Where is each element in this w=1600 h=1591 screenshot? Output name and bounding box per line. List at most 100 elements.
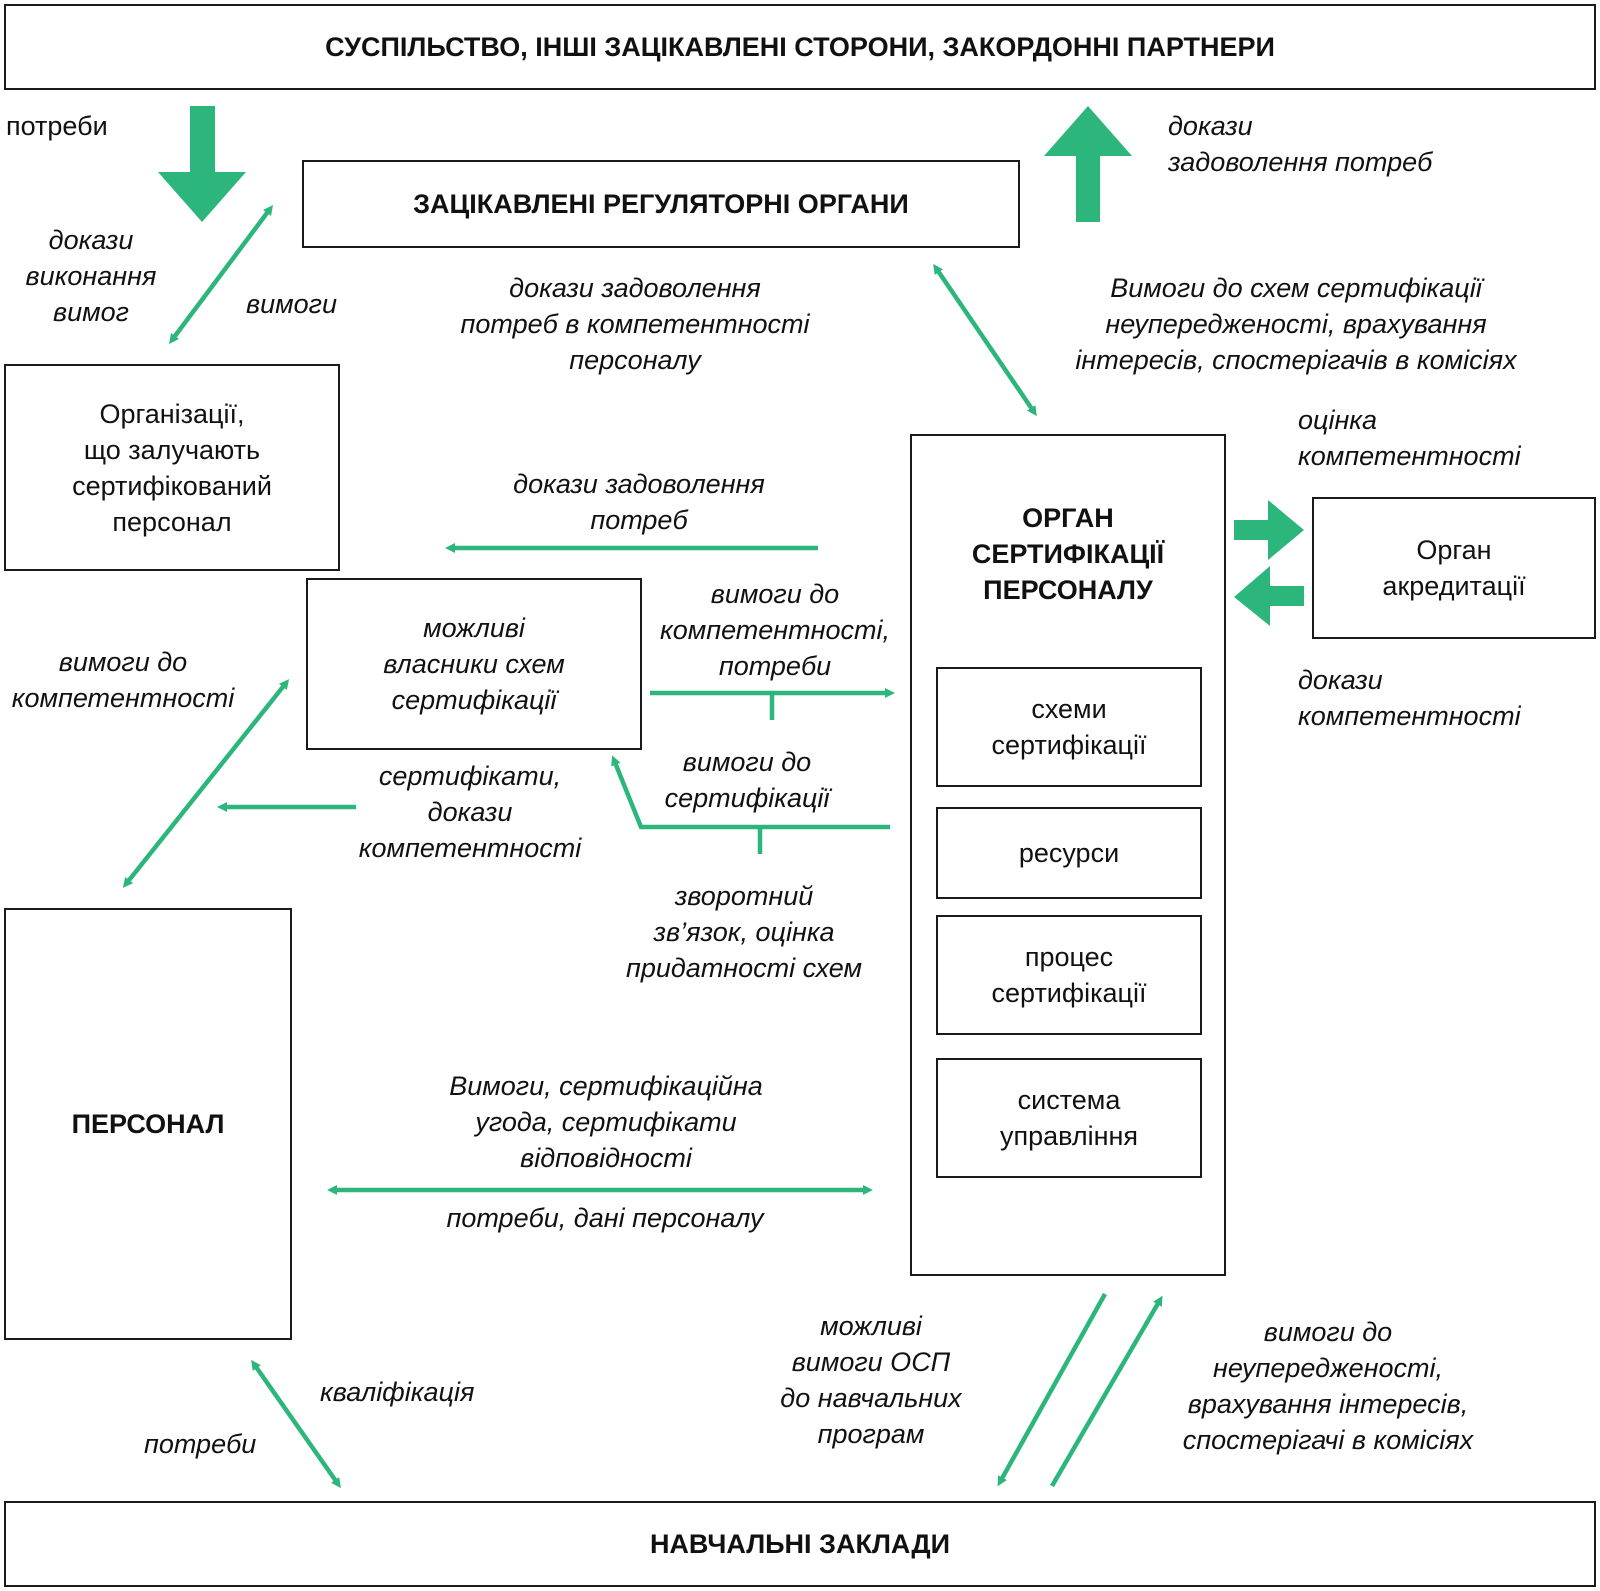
label-text-line: докази задоволення xyxy=(509,273,761,303)
label-text-line: Вимоги, сертифікаційна xyxy=(449,1071,763,1101)
label-text-line: вимоги до xyxy=(710,579,840,609)
scheme-owners-line: можливі xyxy=(423,613,525,643)
education-to-certbody-arrow xyxy=(1050,1295,1163,1488)
label-text-line: компетентності xyxy=(358,833,582,863)
label-text-line: виконання xyxy=(25,261,157,291)
label-text-line: докази задоволення xyxy=(513,469,765,499)
label-competence-requirements-needs: вимоги до компетентності, потреби xyxy=(650,576,900,684)
label-text-line: компетентності xyxy=(1298,701,1521,731)
sub-schemes-box: схеми сертифікації xyxy=(936,667,1202,787)
label-needs-personnel-data: потреби, дані персоналу xyxy=(410,1200,800,1236)
label-needs-top: потреби xyxy=(6,108,108,144)
owners-personnel-arrow xyxy=(122,679,290,888)
education-title: НАВЧАЛЬНІ ЗАКЛАДИ xyxy=(649,1528,951,1559)
label-evidence-needs-mid: докази задоволення потреб xyxy=(474,466,804,538)
label-text-line: зв’язок, оцінка xyxy=(653,917,835,947)
label-text-line: вимоги ОСП xyxy=(791,1347,951,1377)
label-competence-evidence-right: докази компетентності xyxy=(1298,662,1521,734)
label-text-line: вимоги до xyxy=(58,647,188,677)
organizations-line: Організації, xyxy=(99,398,245,429)
regulators-title: ЗАЦІКАВЛЕНІ РЕГУЛЯТОРНІ ОРГАНИ xyxy=(413,188,909,219)
regulators-box: ЗАЦІКАВЛЕНІ РЕГУЛЯТОРНІ ОРГАНИ xyxy=(302,160,1020,248)
label-text-line: докази xyxy=(48,225,134,255)
scheme-owners-line: власники схем xyxy=(383,649,565,679)
label-text-line: потреби xyxy=(718,651,832,681)
organizations-line: сертифікований xyxy=(72,470,272,501)
label-osp-requirements: можливі вимоги ОСП до навчальних програм xyxy=(756,1308,986,1452)
label-evidence-satisfaction: докази задоволення потреб xyxy=(1168,108,1432,180)
label-text-line: вимог xyxy=(53,297,129,327)
scheme-owners-box: можливі власники схем сертифікації xyxy=(306,578,642,750)
label-scheme-requirements: Вимоги до схем сертифікації неупереджено… xyxy=(1036,270,1556,378)
education-box: НАВЧАЛЬНІ ЗАКЛАДИ xyxy=(4,1501,1596,1587)
label-text-line: придатності схем xyxy=(625,953,862,983)
label-text-line: вимоги до xyxy=(1263,1317,1393,1347)
label-text-line: докази xyxy=(1168,111,1253,141)
label-text-line: схеми xyxy=(1031,694,1107,724)
label-impartiality-requirements: вимоги до неупередженості, врахування ін… xyxy=(1156,1314,1500,1458)
label-text-line: неупередженості, xyxy=(1213,1353,1443,1383)
big-down-arrow xyxy=(158,106,246,222)
label-text-line: потреб xyxy=(590,505,688,535)
label-text-line: докази xyxy=(1298,665,1383,695)
accreditation-box: Орган акредитації xyxy=(1312,497,1596,639)
label-qualification: кваліфікація xyxy=(320,1374,474,1410)
label-text-line: до навчальних xyxy=(780,1383,962,1413)
label-text-line: компетентності, xyxy=(659,615,891,645)
label-evidence-competence-needs: докази задоволення потреб в компетентнос… xyxy=(440,270,830,378)
label-text-line: кваліфікація xyxy=(320,1377,475,1407)
label-text-line: докази xyxy=(427,797,513,827)
label-text-line: відповідності xyxy=(520,1143,692,1173)
sub-process-box: процес сертифікації xyxy=(936,915,1202,1035)
label-agreement: Вимоги, сертифікаційна угода, сертифікат… xyxy=(416,1068,796,1176)
label-text-line: персоналу xyxy=(569,345,701,375)
regulators-organizations-arrow xyxy=(169,204,273,345)
society-box: СУСПІЛЬСТВО, ІНШІ ЗАЦІКАВЛЕНІ СТОРОНИ, З… xyxy=(4,4,1596,90)
label-text-line: компетентності xyxy=(1298,441,1521,471)
label-text-line: угода, сертифікати xyxy=(475,1107,737,1137)
accreditation-right-arrow xyxy=(1234,500,1304,560)
personnel-education-arrow xyxy=(251,1359,341,1489)
label-text-line: спостерігачі в комісіях xyxy=(1182,1425,1474,1455)
label-text-line: зворотний xyxy=(674,881,814,911)
regulators-certbody-arrow xyxy=(933,263,1037,417)
label-text-line: вимоги до xyxy=(682,747,812,777)
label-text-line: потреби xyxy=(144,1429,257,1459)
society-title: СУСПІЛЬСТВО, ІНШІ ЗАЦІКАВЛЕНІ СТОРОНИ, З… xyxy=(325,31,1275,62)
label-text-line: оцінка xyxy=(1298,405,1378,435)
sub-resources-box: ресурси xyxy=(936,807,1202,899)
label-text-line: ПЕРСОНАЛУ xyxy=(983,575,1153,605)
label-text-line: неупередженості, врахування xyxy=(1105,309,1487,339)
label-text-line: акредитації xyxy=(1382,571,1526,601)
label-text-line: задоволення потреб xyxy=(1168,147,1433,177)
label-text-line: процес xyxy=(1024,942,1114,972)
certbody-to-education-arrow xyxy=(997,1292,1107,1487)
label-text-line: врахування інтересів, xyxy=(1187,1389,1469,1419)
sub-management-box: система управління xyxy=(936,1058,1202,1178)
cert-body-title: ОРГАН СЕРТИФІКАЦІЇ ПЕРСОНАЛУ xyxy=(972,500,1164,608)
label-text-line: сертифікації xyxy=(991,730,1147,760)
label-text-line: можливі xyxy=(820,1311,922,1341)
label-text-line: потреби, дані персоналу xyxy=(446,1203,764,1233)
personnel-box: ПЕРСОНАЛ xyxy=(4,908,292,1340)
label-feedback: зворотний зв’язок, оцінка придатності сх… xyxy=(604,878,884,986)
label-text-line: Вимоги до схем сертифікації xyxy=(1110,273,1482,303)
label-competence-assessment: оцінка компетентності xyxy=(1298,402,1521,474)
label-requirements: вимоги xyxy=(246,286,337,322)
label-needs-bottom: потреби xyxy=(144,1426,256,1462)
label-certificates-evidence: сертифікати, докази компетентності xyxy=(350,758,590,866)
certbody-to-owners-arrow xyxy=(611,755,890,830)
organizations-line: персонал xyxy=(112,506,232,537)
label-text-line: потреб в компетентності xyxy=(460,309,810,339)
big-up-arrow xyxy=(1044,106,1132,222)
organizations-line: що залучають xyxy=(83,434,261,465)
label-text-line: сертифікати, xyxy=(378,761,562,791)
label-evidence-requirements: докази виконання вимог xyxy=(6,222,176,330)
label-certification-requirements: вимоги до сертифікації xyxy=(640,744,854,816)
label-text-line: управління xyxy=(999,1121,1139,1151)
label-text-line: потреби xyxy=(6,111,108,141)
organizations-box: Організації, що залучають сертифікований… xyxy=(4,364,340,571)
label-text-line: сертифікації xyxy=(664,783,830,813)
label-text-line: СЕРТИФІКАЦІЇ xyxy=(971,539,1165,569)
